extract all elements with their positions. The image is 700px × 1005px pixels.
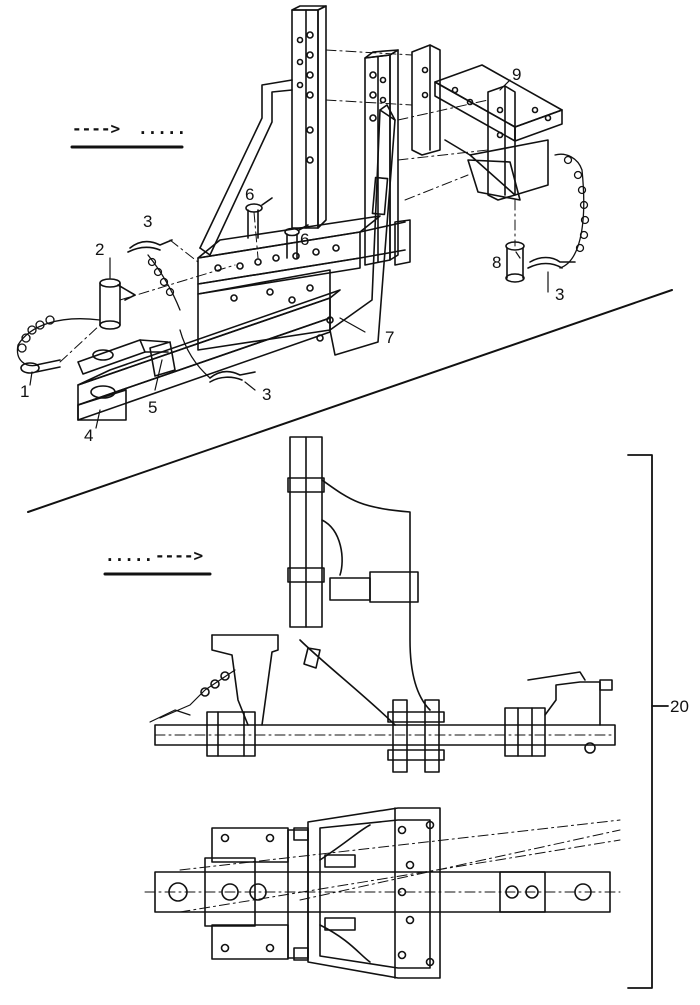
callout-3-upper: 3 <box>143 212 152 231</box>
spring-clip-3-upper <box>127 239 173 253</box>
chain-lower <box>179 329 211 379</box>
drawbar <box>77 289 341 421</box>
top-legend-dots: ..... <box>138 119 186 138</box>
spring-clip-3-lower <box>209 370 256 383</box>
callout-7: 7 <box>385 328 394 347</box>
chain-left <box>16 315 101 367</box>
chain-right <box>554 153 590 269</box>
callout-3-right: 3 <box>555 285 564 304</box>
callout-8: 8 <box>492 253 501 272</box>
section-divider-line <box>27 289 673 513</box>
leader-lines-top <box>29 79 549 429</box>
mounting-plate-assembly <box>411 44 563 201</box>
callout-5: 5 <box>148 398 157 417</box>
left-upright-post <box>291 5 327 229</box>
bottom-legend-dash-arrow: ----> <box>155 546 203 565</box>
pin-8 <box>505 241 525 283</box>
side-view-assembly <box>149 436 616 773</box>
callout-2: 2 <box>95 240 104 259</box>
alignment-lines-top <box>59 49 516 363</box>
chain-upper <box>147 254 181 311</box>
callout-4: 4 <box>84 426 93 445</box>
top-legend-dash-arrow: ----> <box>72 119 120 138</box>
callout-3-lower: 3 <box>262 385 271 404</box>
callout-20: 20 <box>670 697 689 716</box>
bottom-legend-dots: ..... <box>105 546 153 565</box>
plan-view-assembly <box>144 807 621 979</box>
bracket-20 <box>627 454 669 989</box>
swing-frame-assembly <box>197 79 411 356</box>
callout-6-left: 6 <box>245 185 254 204</box>
hitch-pin-2 <box>99 278 136 330</box>
linch-pin-1 <box>20 359 61 374</box>
right-upright-post <box>364 49 399 266</box>
callout-6-right: 6 <box>300 230 309 249</box>
pin-6-right <box>284 224 309 259</box>
spring-clip-3-right <box>527 256 576 269</box>
callout-9: 9 <box>512 65 521 84</box>
callout-1: 1 <box>20 382 29 401</box>
